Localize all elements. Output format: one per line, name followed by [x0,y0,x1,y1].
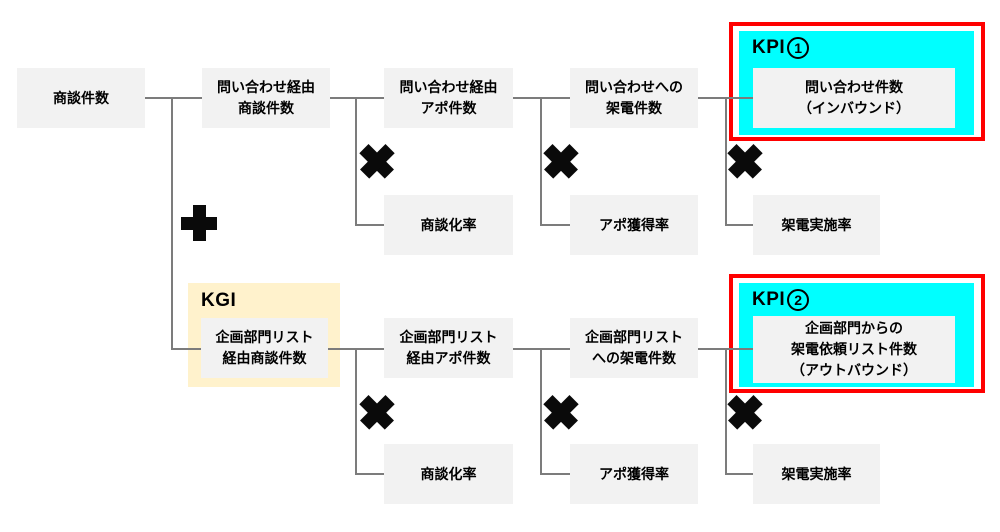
connector-line [330,97,384,99]
connector-line [145,97,202,99]
kpi1-tag-text: KPI [752,37,786,58]
connector-line [540,348,542,475]
plus-icon [181,205,217,241]
circled-number-icon: 2 [787,289,810,311]
multiply-icon [536,387,587,438]
connector-line [540,97,542,226]
connector-line [725,97,727,226]
multiply-icon [536,136,587,187]
node-kpi2-call-request-list: 企画部門からの 架電依頼リスト件数 （アウトバウンド） [753,316,955,383]
connector-line [540,224,570,226]
connector-line [355,348,357,475]
node-appointment-rate-2: アポ獲得率 [570,444,698,504]
node-deal-conversion-rate-1: 商談化率 [384,195,513,255]
connector-line [356,473,384,475]
node-planning-list-calls: 企画部門リスト への架電件数 [570,318,698,378]
connector-line [356,224,384,226]
node-inquiry-appointments: 問い合わせ経由 アポ件数 [384,68,513,128]
node-appointment-rate-1: アポ獲得率 [570,195,698,255]
kpi1-tag: KPI 1 [752,37,810,59]
multiply-icon [352,136,403,187]
node-deal-conversion-rate-2: 商談化率 [384,444,513,504]
node-call-execution-rate-2: 架電実施率 [753,444,880,504]
connector-line [540,473,570,475]
multiply-icon [720,136,771,187]
node-deal-count: 商談件数 [17,68,145,128]
node-inquiry-deals: 問い合わせ経由 商談件数 [202,68,330,128]
node-planning-list-appointments: 企画部門リスト 経由アポ件数 [384,318,513,378]
connector-line [726,224,753,226]
kgi-tag: KGI [201,290,237,311]
kpi2-tag-text: KPI [752,289,786,310]
connector-line [171,97,173,350]
kpi2-tag: KPI 2 [752,289,810,311]
connector-line [355,97,357,226]
node-call-execution-rate-1: 架電実施率 [753,195,880,255]
connector-line [726,473,753,475]
circled-number-icon: 1 [787,37,810,59]
connector-line [172,348,201,350]
connector-line [725,348,727,475]
node-inquiry-calls: 問い合わせへの 架電件数 [570,68,698,128]
multiply-icon [720,387,771,438]
multiply-icon [352,387,403,438]
node-kpi1-inquiry-count: 問い合わせ件数 （インバウンド） [753,68,955,128]
node-kgi-planning-list-deals: 企画部門リスト 経由商談件数 [201,318,328,378]
